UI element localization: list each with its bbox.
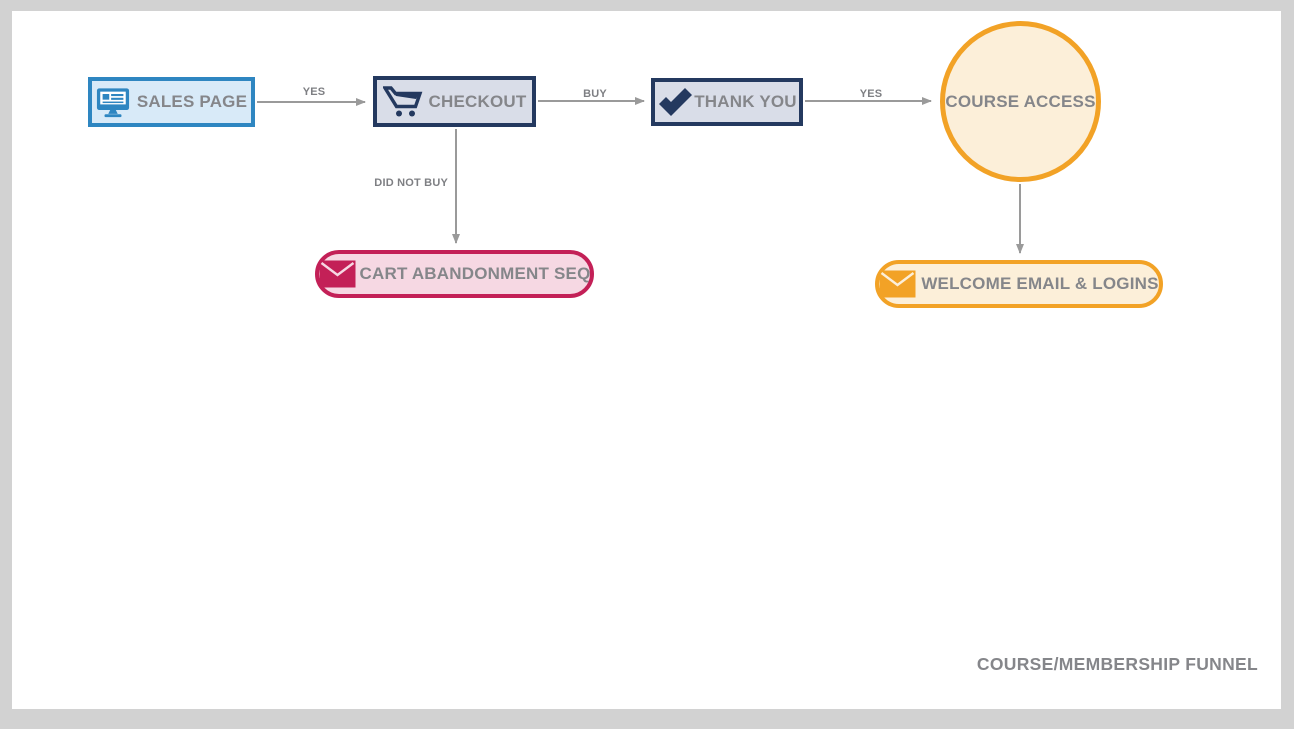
envelope-icon (319, 260, 356, 288)
diagram-title: COURSE/MEMBERSHIP FUNNEL (976, 654, 1258, 674)
monitor-icon (96, 87, 130, 118)
check-icon (657, 88, 693, 116)
node-thank-you: THANK YOU (651, 78, 803, 126)
node-course-access: COURSE ACCESS (940, 21, 1101, 182)
node-label: COURSE ACCESS (945, 91, 1096, 111)
node-label: THANK YOU (694, 92, 797, 111)
node-checkout: CHECKOUT (373, 76, 536, 127)
envelope-icon (879, 270, 916, 298)
edge-label-thank-you-to-course-access: YES (859, 88, 883, 100)
node-sales-page: SALES PAGE (88, 77, 255, 127)
node-label: SALES PAGE (136, 92, 248, 111)
node-label: CART ABANDONMENT SEQ (359, 264, 591, 283)
node-welcome-email-logins: WELCOME EMAIL & LOGINS (875, 260, 1163, 308)
edge-label-checkout-to-thank-you: BUY (583, 88, 607, 100)
cart-icon (382, 85, 423, 118)
edge-label-sales-to-checkout: YES (302, 86, 326, 98)
edge-label-checkout-to-cart-abandonment: DID NOT BUY (374, 177, 448, 189)
node-label: CHECKOUT (428, 91, 527, 111)
node-label: WELCOME EMAIL & LOGINS (921, 274, 1159, 293)
node-cart-abandonment-seq: CART ABANDONMENT SEQ (315, 250, 594, 298)
